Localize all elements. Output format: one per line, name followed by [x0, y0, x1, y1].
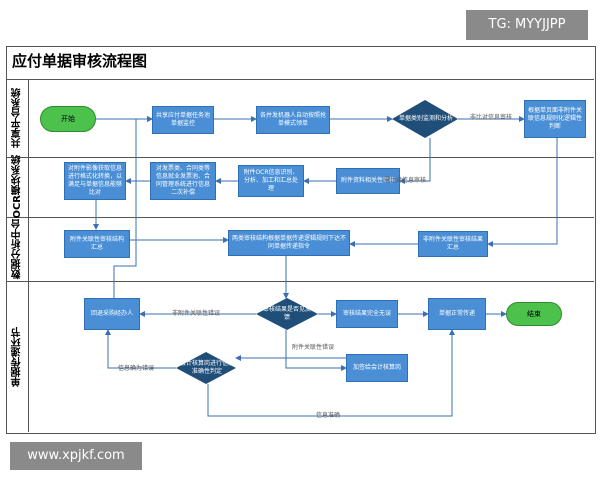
process-n7: 对附件影像获取信息进行格式化转换，以满足与单据信息能够比对	[64, 162, 126, 200]
process-n4: 附件资料相关性审核	[336, 168, 400, 194]
edge-label-e3: 非附件关联性错误	[172, 310, 221, 317]
edge-label-e2: 需比对信息审核	[384, 177, 427, 184]
lane-label-data-center: 数据分析中台	[6, 217, 29, 281]
edge-label-e5: 信息确为错误	[118, 365, 155, 372]
decision-d1-text: 单据类别监测和分析	[398, 115, 453, 122]
process-n6: 对发票类、合同类等信息就业发票池、合同管理系统进行信息二次补偿	[150, 162, 216, 200]
edge-d1-n4	[399, 138, 431, 184]
process-n9-text: 两类审核结构根据单据传递逻辑规则下达不同单据传递指令	[232, 235, 347, 250]
decision-d1	[392, 100, 458, 138]
watermark-top: TG: MYYJJPP	[466, 10, 588, 40]
process-n6-text: 对发票类、合同类等信息就业发票池、合同管理系统进行信息二次补偿	[155, 165, 210, 196]
process-n11: 回退采购经办人	[84, 298, 140, 330]
decision-d2	[256, 298, 318, 330]
process-n12-text: 审核结果完全无误	[342, 310, 391, 317]
process-n14-text: 加签给会计核算岗	[352, 364, 401, 371]
process-n5: 附件OCR信息识别、分析、加工和汇总处理	[238, 165, 304, 197]
lane-divider	[6, 79, 594, 80]
process-n3-text: 根据单页面非附件关联信息规则化逻辑性判断	[528, 107, 583, 130]
decision-d3	[176, 352, 236, 384]
edge-d3-n13	[207, 329, 455, 417]
process-n10-text: 非附件关联性审核结果汇总	[422, 236, 483, 251]
end-terminal: 结束	[506, 302, 562, 326]
lane-divider	[6, 157, 594, 158]
edge-d2-n14	[285, 330, 347, 371]
edge-n11-n1	[113, 116, 153, 298]
watermark-bottom: www.xpjkf.com	[10, 442, 142, 470]
lane-label-shared-platform: 共享平台系统	[6, 79, 29, 157]
process-n3: 根据单页面非附件关联信息规则化逻辑性判断	[524, 100, 586, 138]
process-n2: 各并发机器人自动按照抢单模式领单	[256, 106, 330, 134]
process-n1-text: 共享应付单据任务池单据监控	[156, 112, 211, 127]
process-n11-text: 回退采购经办人	[90, 310, 133, 317]
process-n5-text: 附件OCR信息识别、分析、加工和汇总处理	[243, 169, 299, 192]
edge-d3-n11	[105, 329, 176, 369]
decision-d2-text: 审核结果是否见反馈	[262, 306, 311, 321]
edge-label-e1: 非比对信息审核	[470, 114, 513, 121]
lane-label-document-transfer: 单据传递环节	[6, 281, 29, 432]
edge-label-e6: 信息准确	[316, 412, 341, 419]
process-n7-text: 对附件影像获取信息进行格式化转换，以满足与单据信息能够比对	[68, 165, 123, 196]
start-terminal: 开始	[40, 106, 96, 132]
diagram-title: 应付单据审核流程图	[12, 52, 148, 70]
process-n2-text: 各并发机器人自动按照抢单模式领单	[260, 112, 327, 127]
lane-divider	[6, 217, 594, 218]
process-n13: 单据正常传递	[428, 298, 486, 330]
decision-d3-text: 会计核算岗进行信息准确性判定	[180, 360, 235, 375]
process-n12: 审核结果完全无误	[336, 300, 398, 328]
process-n10: 非附件关联性审核结果汇总	[418, 231, 488, 257]
process-n9: 两类审核结构根据单据传递逻辑规则下达不同单据传递指令	[228, 230, 350, 256]
process-n4-text: 附件资料相关性审核	[340, 177, 395, 184]
process-n1: 共享应付单据任务池单据监控	[152, 106, 214, 134]
edge-label-e4: 附件关联性错误	[292, 344, 335, 351]
lane-divider	[6, 281, 594, 282]
process-n8: 附件关联性审核结构汇总	[64, 230, 130, 258]
edge-n3-n10	[487, 138, 558, 247]
process-n13-text: 单据正常传递	[438, 310, 475, 317]
process-n8-text: 附件关联性审核结构汇总	[69, 236, 124, 251]
lane-label-ocr: OCR模块系统	[6, 155, 29, 219]
process-n14: 加签给会计核算岗	[346, 354, 408, 382]
